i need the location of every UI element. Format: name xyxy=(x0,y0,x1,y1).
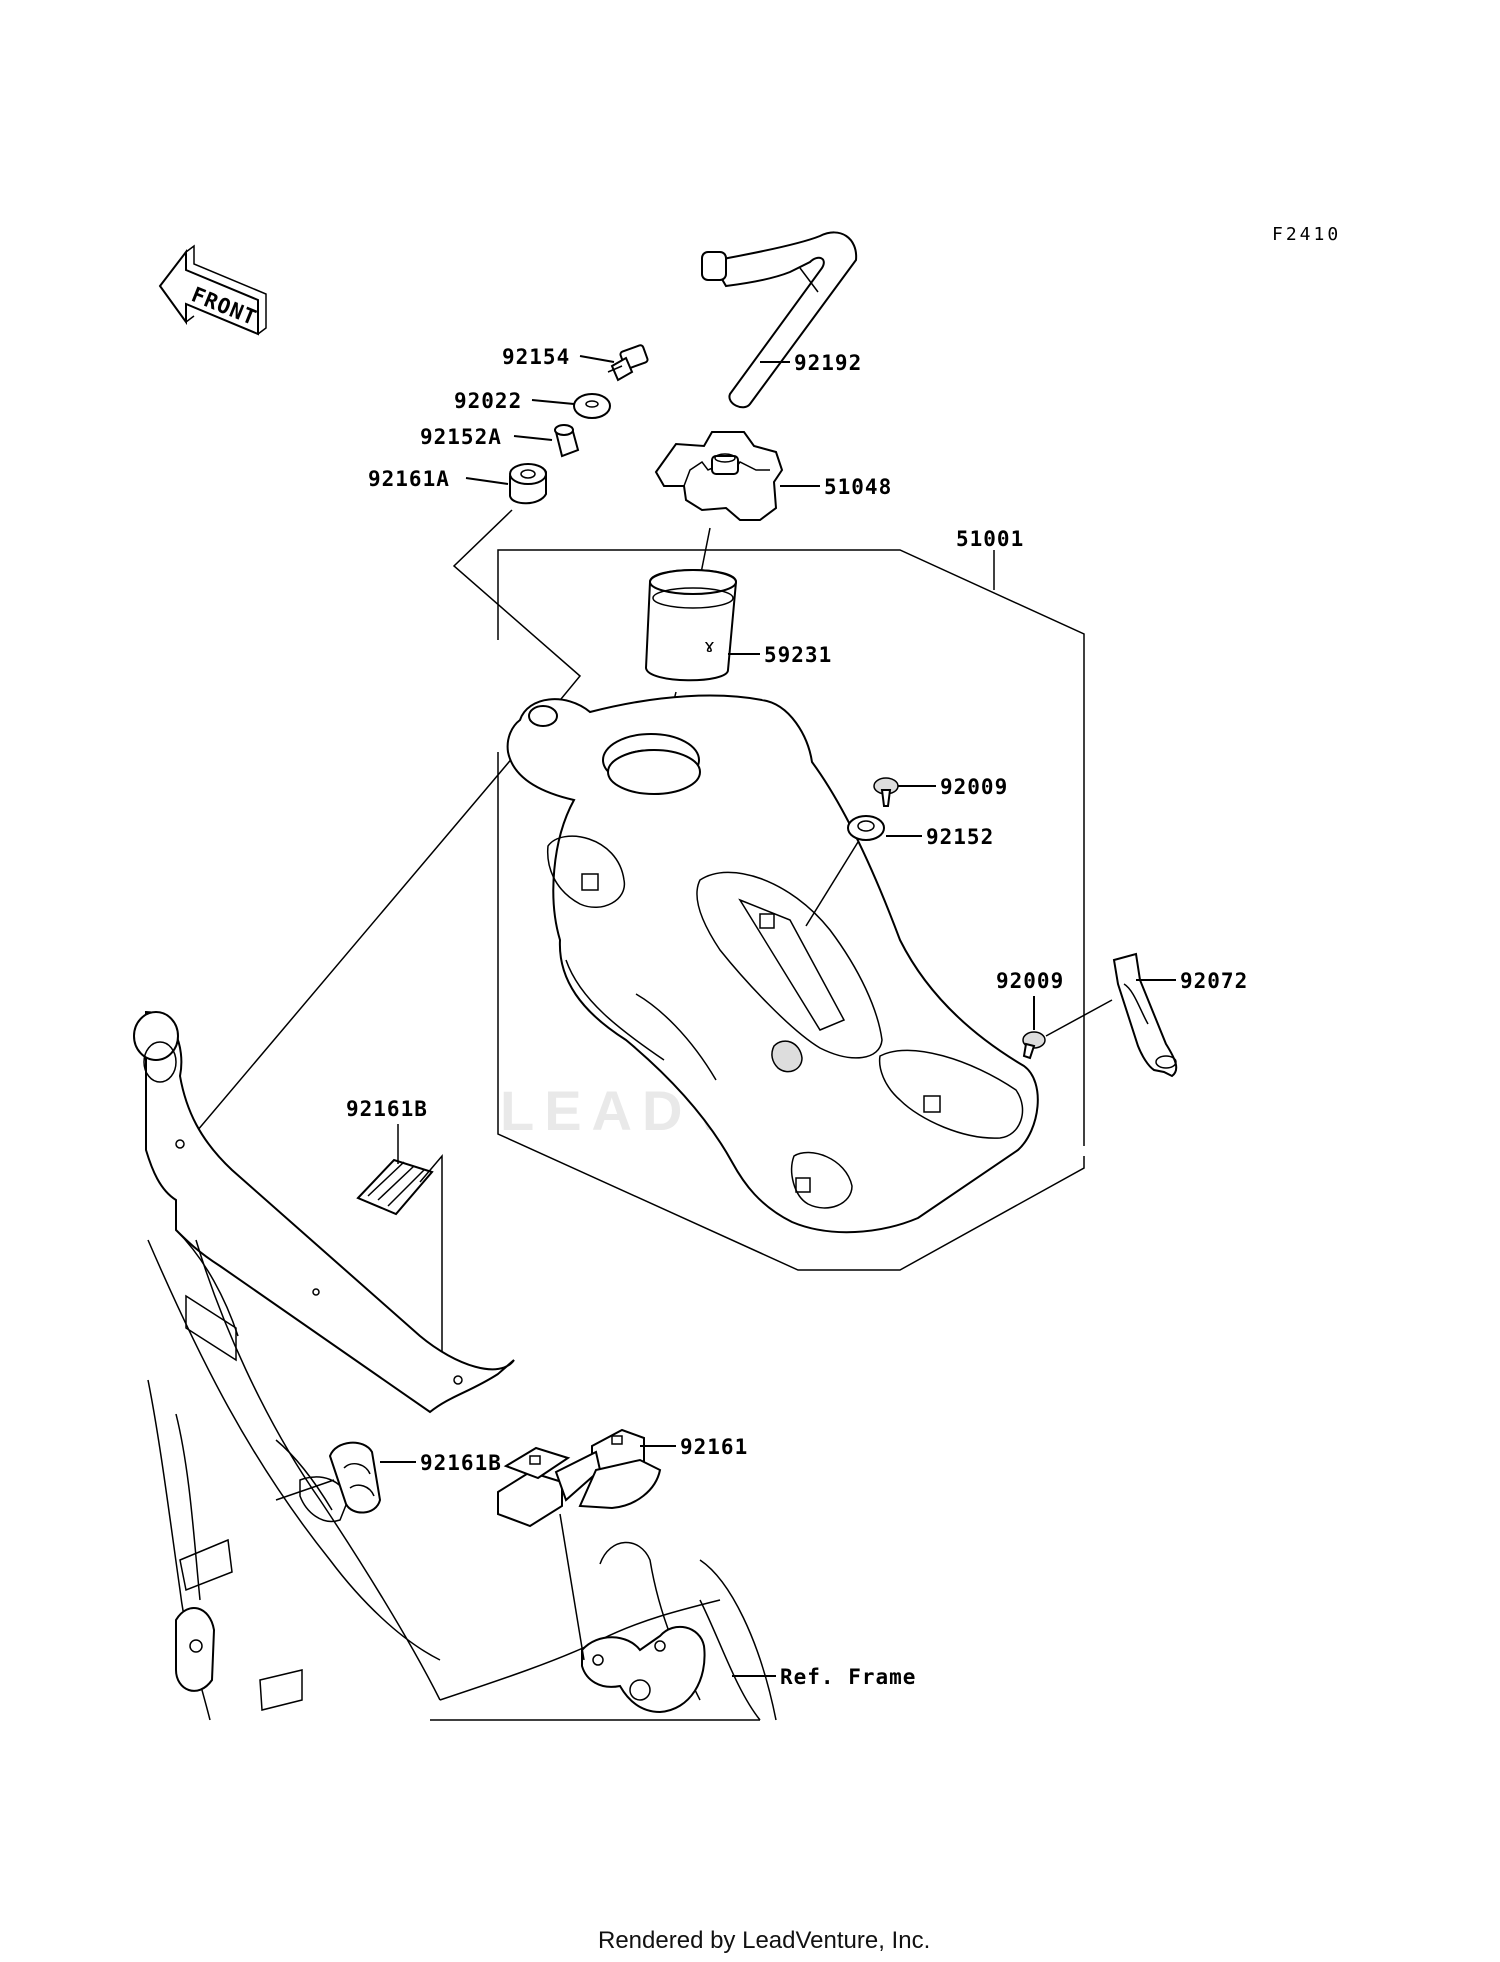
callout-92161b-upper: 92161B xyxy=(346,1097,428,1121)
callout-51048: 51048 xyxy=(824,475,892,499)
fuel-tank xyxy=(506,694,1039,1234)
callout-92152a: 92152A xyxy=(420,425,502,449)
svg-text:ɤ: ɤ xyxy=(704,636,718,657)
damper-92161b-lower xyxy=(328,1441,382,1514)
washer-92022 xyxy=(573,393,611,419)
diagram-code: F2410 xyxy=(1272,224,1341,245)
callout-51001: 51001 xyxy=(956,527,1024,551)
assembly-line-92152 xyxy=(805,841,859,927)
callout-92154: 92154 xyxy=(502,345,570,369)
callout-92152: 92152 xyxy=(926,825,994,849)
callout-ref-frame: Ref. Frame xyxy=(780,1665,916,1689)
breather-hose xyxy=(701,231,858,409)
damper-92161a xyxy=(509,463,547,505)
callout-92161b-lower: 92161B xyxy=(420,1451,502,1475)
assembly-line-92161 xyxy=(559,1513,585,1661)
fuel-tank-band xyxy=(1112,952,1178,1078)
front-arrow-icon: FRONT xyxy=(158,244,267,336)
callout-92009-side: 92009 xyxy=(996,969,1064,993)
footer-credit: Rendered by LeadVenture, Inc. xyxy=(598,1927,930,1954)
filler-ring: ɤ xyxy=(644,569,738,682)
callout-92009-top: 92009 xyxy=(940,775,1008,799)
damper-pad-92161b-upper xyxy=(356,1158,434,1216)
callout-92161a: 92161A xyxy=(368,467,450,491)
leader-92161a xyxy=(465,477,509,485)
bolt-92154 xyxy=(607,344,649,382)
callout-92161: 92161 xyxy=(680,1435,748,1459)
assembly-line-92072 xyxy=(1045,999,1113,1037)
callout-92022: 92022 xyxy=(454,389,522,413)
assembly-line-92161a xyxy=(185,509,582,1145)
leader-92154 xyxy=(579,355,615,363)
fuel-cap xyxy=(654,431,784,521)
leader-92152a xyxy=(513,435,553,441)
svg-text:FRONT: FRONT xyxy=(188,282,260,330)
callout-92192: 92192 xyxy=(794,351,862,375)
damper-block-92161 xyxy=(497,1428,662,1528)
tank-assembly-bracket xyxy=(497,549,1085,1146)
callout-92072: 92072 xyxy=(1180,969,1248,993)
grommet-92152 xyxy=(847,815,885,841)
leader-92022 xyxy=(531,399,575,405)
assembly-line-92161b-lower xyxy=(275,1479,335,1501)
collar-92152a xyxy=(554,424,580,458)
screw-92009-side xyxy=(1022,1031,1046,1060)
callout-59231: 59231 xyxy=(764,643,832,667)
screw-92009-top xyxy=(873,777,899,807)
frame-ref xyxy=(133,1010,777,1721)
